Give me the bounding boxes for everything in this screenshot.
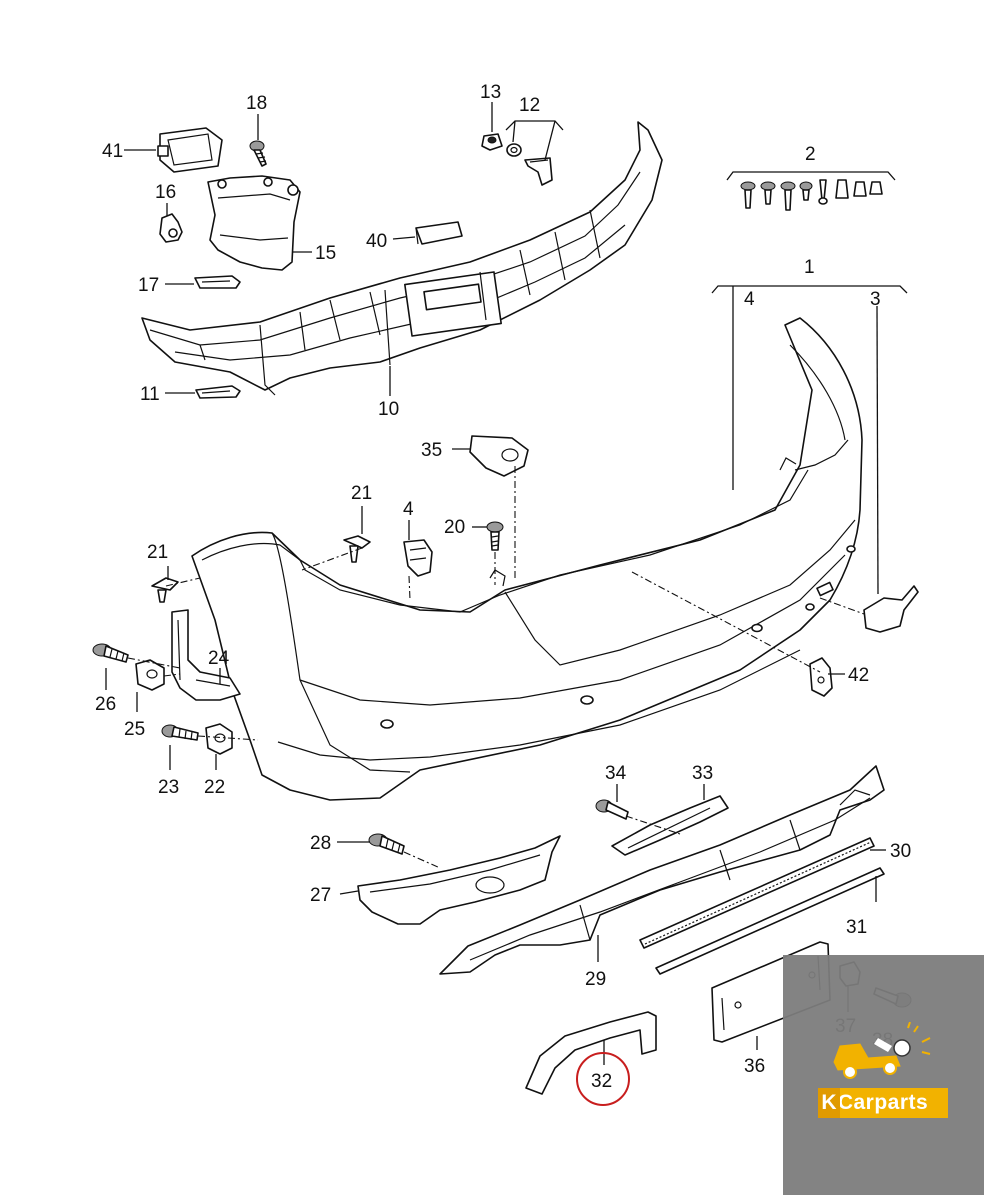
callout-12: 12 (519, 95, 540, 116)
callout-11: 11 (140, 384, 160, 405)
callout-4-bumper: 4 (744, 289, 755, 310)
callout-32: 32 (591, 1071, 612, 1092)
pad-part-40 (415, 221, 463, 245)
highlight-circle (576, 1052, 630, 1106)
bumper-carrier-part-10 (141, 121, 663, 396)
trim-part-27 (357, 835, 561, 925)
watermark-brand-k: K (818, 1088, 840, 1118)
callout-40: 40 (366, 231, 387, 252)
bracket-part-24 (171, 609, 241, 701)
bumper-cover-part-1 (191, 317, 863, 801)
callout-16: 16 (155, 182, 176, 203)
bracket-part-42 (809, 657, 833, 697)
nut-part-13 (481, 133, 503, 151)
callout-29: 29 (585, 969, 606, 990)
washer-screw-part-12 (506, 143, 553, 186)
clip-part-21-top (343, 535, 371, 563)
callout-21-top: 21 (351, 483, 372, 504)
callout-20: 20 (444, 517, 465, 538)
bracket-part-33 (611, 795, 729, 856)
clip-part-25 (135, 659, 165, 691)
diffuser-part-29 (439, 765, 885, 975)
callout-25: 25 (124, 719, 145, 740)
callout-21-left: 21 (147, 542, 168, 563)
callout-26: 26 (95, 694, 116, 715)
grille-strip-part-30 (639, 837, 875, 949)
screw-part-26 (92, 643, 129, 663)
strip-part-31 (655, 867, 885, 975)
callout-18: 18 (246, 93, 267, 114)
clip-part-16 (159, 213, 183, 243)
callout-30: 30 (890, 841, 911, 862)
screw-part-23 (161, 724, 199, 741)
callout-42: 42 (848, 665, 869, 686)
alignment-dash-lines (127, 466, 865, 869)
callout-1: 1 (804, 257, 815, 278)
truck-logo-icon (833, 1022, 931, 1079)
bracket-part-4-small (403, 539, 433, 577)
screw-part-28 (368, 833, 405, 855)
side-bracket-part-15 (207, 175, 301, 271)
callout-27: 27 (310, 885, 331, 906)
cover-part-3 (863, 585, 919, 633)
screw-part-18 (249, 140, 267, 167)
callout-33: 33 (692, 763, 713, 784)
clip-part-21-left (151, 577, 179, 603)
watermark-panel (783, 955, 984, 1195)
sensor-module-part-41 (157, 127, 223, 173)
callout-41: 41 (102, 141, 123, 162)
screw-part-34 (595, 799, 629, 820)
callout-4-bracket: 4 (403, 499, 414, 520)
callout-34: 34 (605, 763, 627, 784)
callout-36: 36 (744, 1056, 765, 1077)
callout-35: 35 (421, 440, 442, 461)
callout-3: 3 (870, 289, 881, 310)
callout-10: 10 (378, 399, 399, 420)
callout-28: 28 (310, 833, 331, 854)
callout-2: 2 (805, 144, 816, 165)
bracket-part-11 (195, 385, 241, 399)
callout-23: 23 (158, 777, 179, 798)
callout-31: 31 (846, 917, 867, 938)
bracket-part-17 (194, 275, 241, 289)
callout-13: 13 (480, 82, 501, 103)
callout-24: 24 (208, 648, 230, 669)
bracket-part-35 (469, 435, 529, 477)
trim-part-32 (525, 1011, 657, 1095)
screw-part-20 (486, 521, 504, 551)
fastener-set-part-2 (740, 179, 883, 211)
callout-17: 17 (138, 275, 159, 296)
callout-15: 15 (315, 243, 336, 264)
callout-22: 22 (204, 777, 225, 798)
clip-part-22 (205, 723, 233, 755)
